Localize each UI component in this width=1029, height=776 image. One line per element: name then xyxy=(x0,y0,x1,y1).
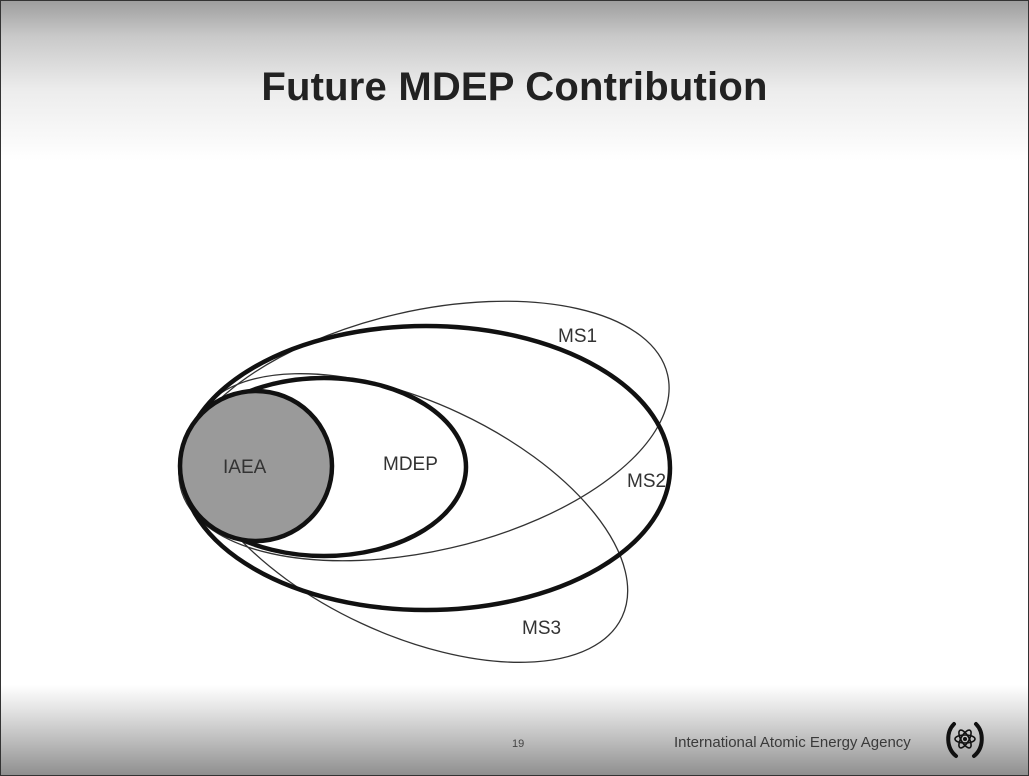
organization-name: International Atomic Energy Agency xyxy=(674,734,911,751)
iaea-logo-icon xyxy=(946,722,984,758)
page-number: 19 xyxy=(512,738,525,750)
ms2-label: MS2 xyxy=(627,471,666,492)
iaea-ellipse xyxy=(177,388,335,544)
iaea-label: IAEA xyxy=(223,457,267,478)
mdep-label: MDEP xyxy=(383,454,438,475)
ms3-label: MS3 xyxy=(522,618,561,639)
ms1-ellipse xyxy=(178,300,670,562)
slide-title: Future MDEP Contribution xyxy=(261,65,768,109)
ms1-label: MS1 xyxy=(558,326,597,347)
footer-band xyxy=(1,685,1028,775)
header-band xyxy=(1,1,1028,161)
